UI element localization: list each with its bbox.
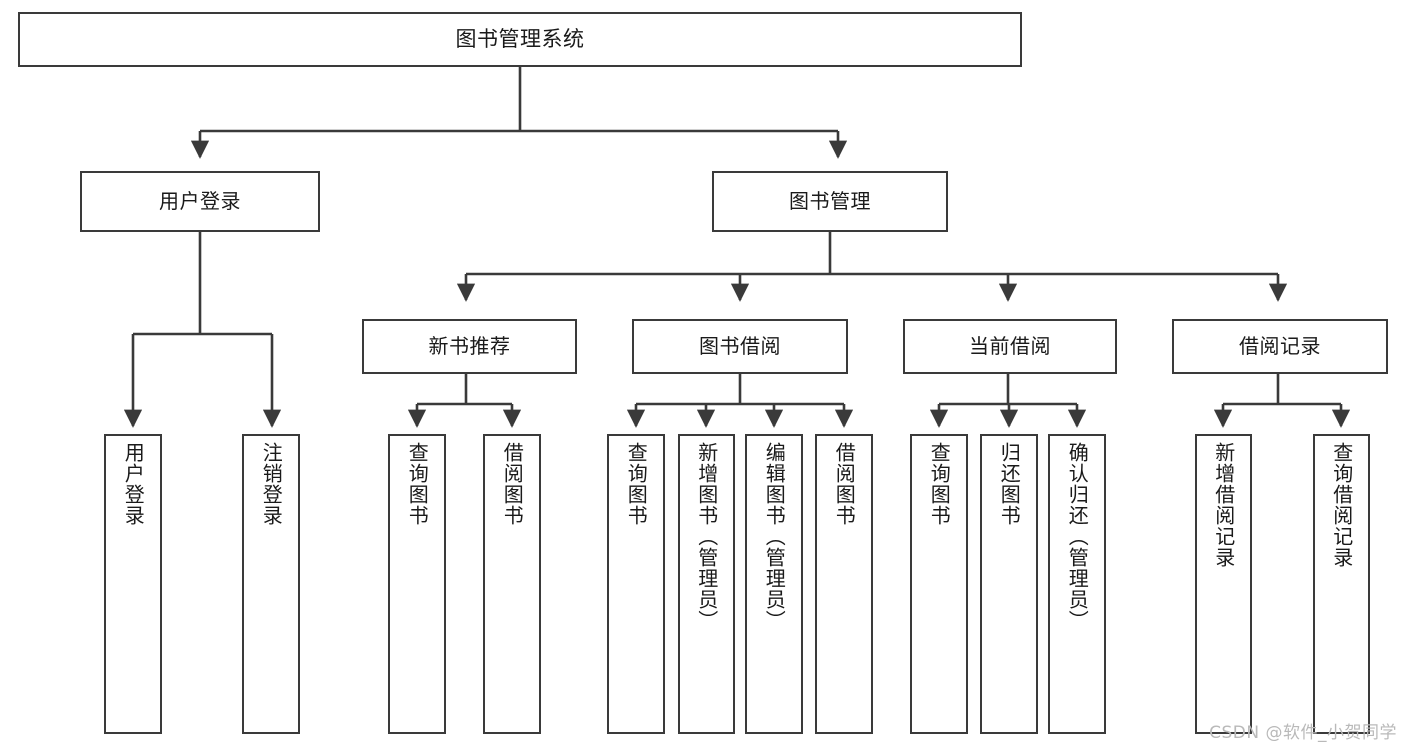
leaf-confirm-return-admin[interactable]: 确认归还（管理员） xyxy=(1048,434,1106,734)
leaf-borrow-book-recommend[interactable]: 借阅图书 xyxy=(483,434,541,734)
leaf-return-book-label: 归还图书 xyxy=(997,442,1022,526)
node-book-management[interactable]: 图书管理 xyxy=(712,171,948,232)
leaf-edit-book-admin-label: 编辑图书（管理员） xyxy=(762,442,787,631)
leaf-borrow-book[interactable]: 借阅图书 xyxy=(815,434,873,734)
leaf-query-book-recommend-label: 查询图书 xyxy=(405,442,430,526)
leaf-edit-book-admin[interactable]: 编辑图书（管理员） xyxy=(745,434,803,734)
leaf-logout[interactable]: 注销登录 xyxy=(242,434,300,734)
leaf-add-borrow-record[interactable]: 新增借阅记录 xyxy=(1195,434,1252,734)
leaf-query-book-borrow[interactable]: 查询图书 xyxy=(607,434,665,734)
node-current-borrow[interactable]: 当前借阅 xyxy=(903,319,1117,374)
node-root-label: 图书管理系统 xyxy=(455,27,585,52)
node-user-login-label: 用户登录 xyxy=(159,189,241,213)
leaf-add-borrow-record-label: 新增借阅记录 xyxy=(1211,442,1236,568)
node-borrow-record[interactable]: 借阅记录 xyxy=(1172,319,1388,374)
leaf-query-book-borrow-label: 查询图书 xyxy=(624,442,649,526)
leaf-logout-label: 注销登录 xyxy=(259,442,284,526)
node-new-book-recommend-label: 新书推荐 xyxy=(428,334,511,358)
leaf-query-borrow-record[interactable]: 查询借阅记录 xyxy=(1313,434,1370,734)
leaf-return-book[interactable]: 归还图书 xyxy=(980,434,1038,734)
leaf-borrow-book-recommend-label: 借阅图书 xyxy=(500,442,525,526)
node-user-login[interactable]: 用户登录 xyxy=(80,171,320,232)
leaf-query-book-current-label: 查询图书 xyxy=(927,442,952,526)
node-borrow-record-label: 借阅记录 xyxy=(1239,334,1321,358)
node-new-book-recommend[interactable]: 新书推荐 xyxy=(362,319,577,374)
node-book-management-label: 图书管理 xyxy=(789,189,871,213)
leaf-add-book-admin[interactable]: 新增图书（管理员） xyxy=(678,434,735,734)
node-book-borrow-label: 图书借阅 xyxy=(699,334,781,358)
node-root[interactable]: 图书管理系统 xyxy=(18,12,1022,67)
leaf-query-borrow-record-label: 查询借阅记录 xyxy=(1329,442,1354,568)
csdn-watermark: CSDN @软件_小贺同学 xyxy=(1209,723,1397,743)
leaf-user-login-label: 用户登录 xyxy=(121,442,146,526)
leaf-query-book-current[interactable]: 查询图书 xyxy=(910,434,968,734)
leaf-confirm-return-admin-label: 确认归还（管理员） xyxy=(1065,442,1090,631)
leaf-borrow-book-label: 借阅图书 xyxy=(832,442,857,526)
leaf-user-login[interactable]: 用户登录 xyxy=(104,434,162,734)
node-book-borrow[interactable]: 图书借阅 xyxy=(632,319,848,374)
node-current-borrow-label: 当前借阅 xyxy=(969,334,1051,358)
leaf-query-book-recommend[interactable]: 查询图书 xyxy=(388,434,446,734)
leaf-add-book-admin-label: 新增图书（管理员） xyxy=(694,442,719,631)
